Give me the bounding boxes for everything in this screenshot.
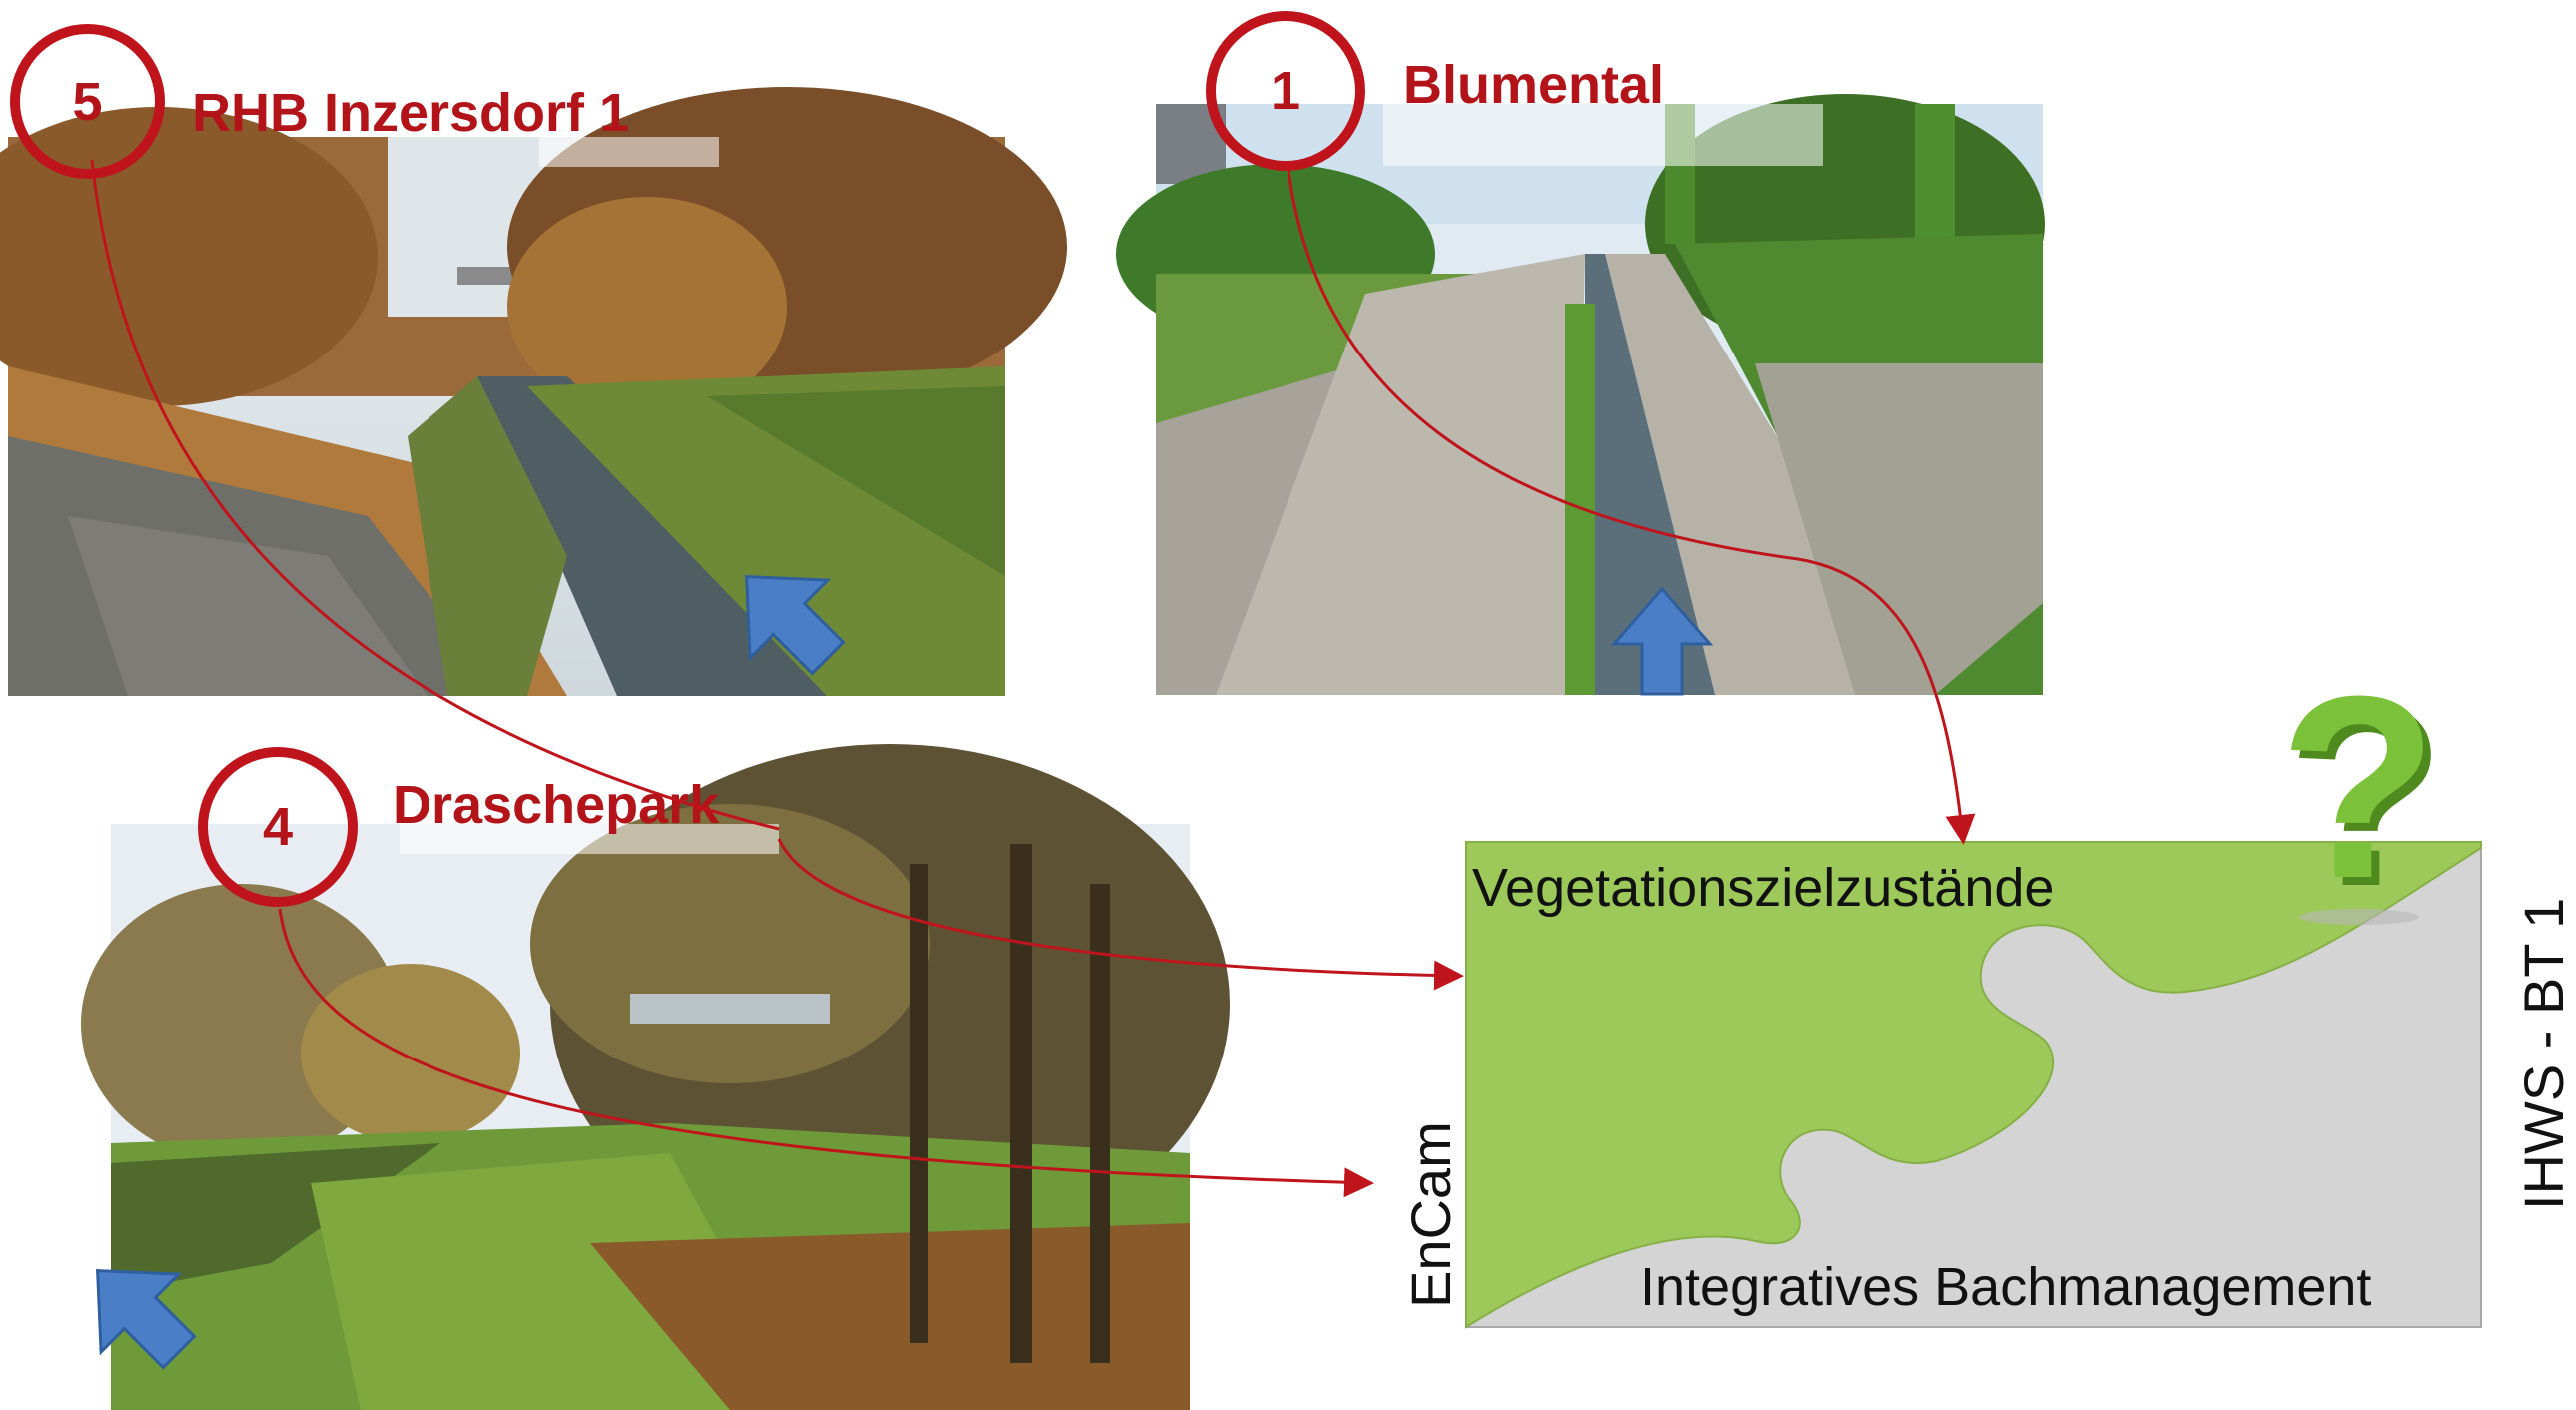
site-number-circle-1: 1 (1206, 11, 1365, 171)
site-number-circle-4: 4 (198, 747, 358, 907)
question-mark-icon: ? ? (2269, 643, 2446, 941)
photo-draschepark (81, 744, 1230, 1410)
puzzle-green-piece (1465, 841, 2482, 1329)
site-number: 1 (1270, 61, 1301, 121)
puzzle-right-label: IHWS - BT 1 (2512, 897, 2575, 1210)
site-name-draschepark: Draschepark (393, 775, 720, 835)
site-name-rhb-inzersdorf: RHB Inzersdorf 1 (192, 83, 630, 143)
puzzle-left-label: EnCam (1399, 1121, 1462, 1308)
svg-text:?: ? (2287, 651, 2446, 941)
photo-rhb-inzersdorf (0, 87, 1067, 696)
puzzle-bottom-label: Integratives Bachmanagement (1640, 1257, 2372, 1317)
puzzle-graphic (1465, 841, 2482, 1329)
svg-text:?: ? (2279, 643, 2438, 933)
label-bg-blumental (1383, 104, 1823, 166)
puzzle-top-label: Vegetationszielzustände (1472, 858, 2055, 918)
site-number-circle-5: 5 (10, 24, 165, 179)
site-number: 4 (262, 797, 294, 857)
site-number: 5 (72, 71, 103, 132)
photo-blumental (1116, 94, 2045, 695)
site-name-blumental: Blumental (1403, 55, 1665, 115)
